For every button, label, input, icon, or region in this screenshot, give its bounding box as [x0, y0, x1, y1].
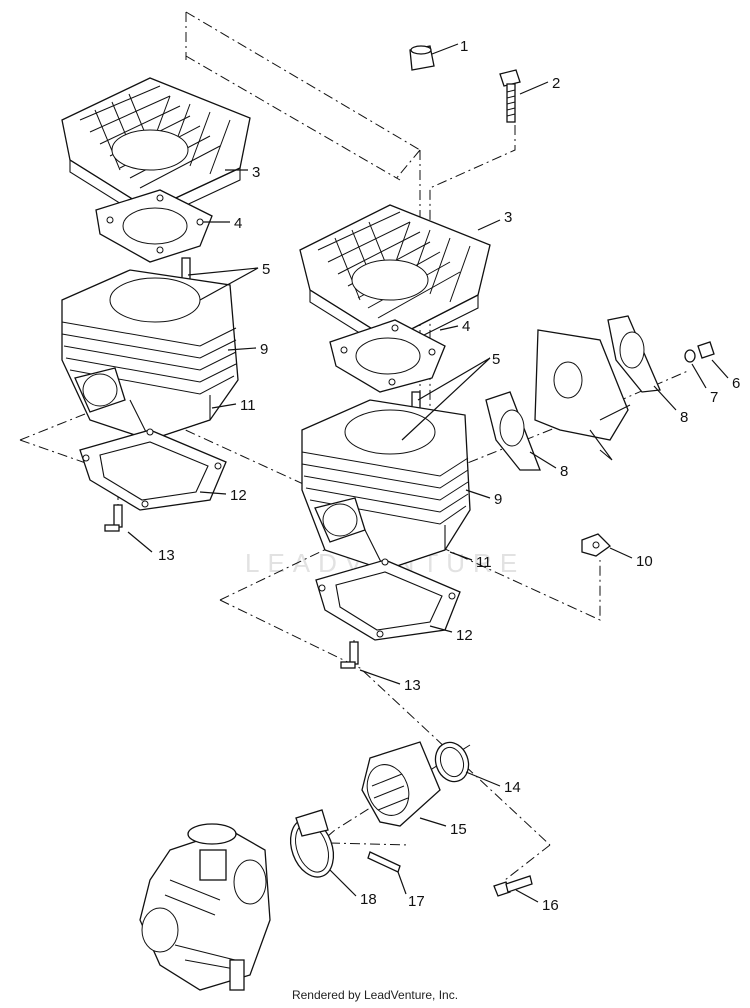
- callout-4-right: 4: [462, 318, 470, 335]
- left-base-gasket: [79, 428, 227, 511]
- left-cylinder: [61, 269, 239, 441]
- exhaust-gasket-upper: [607, 315, 661, 393]
- intake-bolt: [493, 875, 533, 897]
- callout-9-right: 9: [494, 491, 502, 508]
- left-fitting: [104, 504, 123, 532]
- head-bolt: [499, 69, 521, 123]
- right-cylinder: [301, 399, 471, 571]
- left-cylinder-head: [61, 77, 251, 223]
- footer-credit: Rendered by LeadVenture, Inc.: [291, 988, 459, 1002]
- callout-3-left: 3: [252, 164, 260, 181]
- left-head-gasket: [95, 189, 213, 263]
- callout-11-left: 11: [240, 397, 256, 414]
- callout-6: 6: [732, 375, 740, 392]
- callout-10: 10: [636, 553, 653, 570]
- callout-16: 16: [542, 897, 559, 914]
- callout-3-right: 3: [504, 209, 512, 226]
- right-head-gasket: [329, 319, 446, 393]
- callout-11-right: 11: [476, 554, 492, 571]
- callout-13-right: 13: [404, 677, 421, 694]
- cap-nut: [409, 45, 435, 71]
- callout-1: 1: [460, 38, 468, 55]
- callout-8-lower: 8: [560, 463, 568, 480]
- o-ring-seal: [434, 741, 470, 783]
- callout-7: 7: [710, 389, 718, 406]
- right-cylinder-head: [299, 204, 491, 353]
- callout-12-left: 12: [230, 487, 247, 504]
- callout-13-left: 13: [158, 547, 175, 564]
- callout-labels: 1 2 3 4 5 9 11 12 13 3 4 5 8 7 6 8 9 10 …: [158, 38, 740, 914]
- callout-8-upper: 8: [680, 409, 688, 426]
- exhaust-gasket-lower: [485, 391, 541, 471]
- callout-17: 17: [408, 893, 425, 910]
- flange-nut: [581, 533, 612, 557]
- lock-washer: [684, 349, 696, 363]
- hex-nut-small: [697, 341, 715, 359]
- right-fitting: [340, 641, 359, 669]
- callout-9-left: 9: [260, 341, 268, 358]
- callout-5-right: 5: [492, 351, 500, 368]
- right-base-gasket: [315, 558, 461, 641]
- callout-2: 2: [552, 75, 560, 92]
- intake-flange: [361, 741, 441, 827]
- exhaust-bracket: [534, 329, 631, 461]
- callout-4-left: 4: [234, 215, 242, 232]
- intake-clamp: [289, 809, 335, 878]
- carburetor: [139, 823, 271, 991]
- clamp-screw: [367, 851, 401, 873]
- leader-lines: [127, 43, 729, 903]
- callout-12-right: 12: [456, 627, 473, 644]
- callout-5-left: 5: [262, 261, 270, 278]
- callout-14: 14: [504, 779, 521, 796]
- callout-15: 15: [450, 821, 467, 838]
- callout-18: 18: [360, 891, 377, 908]
